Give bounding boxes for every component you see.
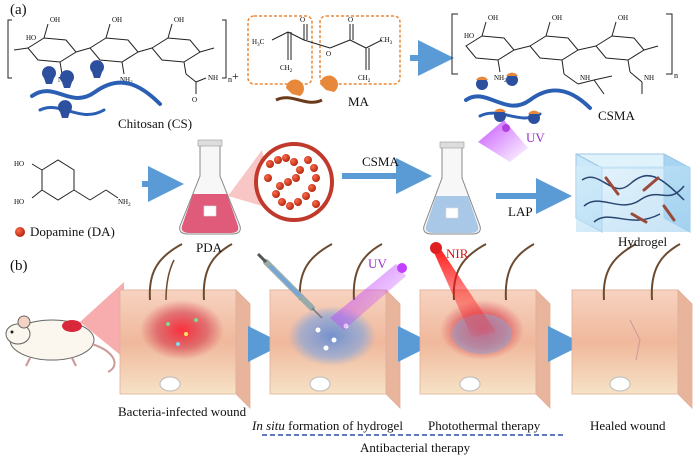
o-label: O (192, 96, 197, 104)
pda-nanoparticles (264, 154, 320, 210)
lap-label: LAP (508, 204, 533, 219)
csma-chain-cartoon (464, 72, 592, 124)
ho-label: HO (14, 160, 24, 168)
caption-infected-wound: Bacteria-infected wound (118, 404, 247, 419)
ma-cartoon (275, 75, 338, 104)
n-subscript: n (228, 75, 232, 84)
chitosan-chain-cartoon (30, 60, 162, 118)
skin-block-healed (571, 243, 693, 409)
nh-label: NH (644, 74, 654, 82)
oh-label: OH (112, 16, 122, 24)
nir-beam (432, 248, 496, 338)
ch2-label: CH2 (358, 74, 371, 84)
o-label: O (300, 16, 305, 24)
panel-b-label: (b) (10, 258, 28, 274)
wound-zoom-wedge (80, 282, 124, 358)
pda-nanoparticle-zoom (254, 142, 334, 222)
ho-label: HO (14, 198, 24, 206)
hydrogel-cube-icon (575, 153, 691, 233)
hydrogel-label: Hydrogel (618, 234, 668, 249)
mouse-icon (5, 315, 116, 373)
panel-a-label: (a) (10, 2, 27, 18)
nh2-label: NH2 (118, 198, 131, 208)
uv-label-b: UV (368, 256, 387, 271)
csma-label: CSMA (598, 108, 635, 123)
oh-label: OH (50, 16, 60, 24)
oh-label: OH (174, 16, 184, 24)
oh-label: OH (552, 14, 562, 22)
nh-label: NH (208, 74, 218, 82)
skin-block-infected (119, 243, 251, 409)
ch3-label: CH3 (380, 36, 393, 46)
csma-flask-icon (423, 141, 481, 235)
caption-in-situ-rest: formation of hydrogel (284, 418, 403, 433)
oh-label: OH (488, 14, 498, 22)
uv-label-a: UV (526, 130, 545, 145)
caption-healed-wound: Healed wound (590, 418, 666, 433)
caption-antibacterial-therapy: Antibacterial therapy (360, 440, 471, 455)
csma-arrow-label: CSMA (362, 154, 399, 169)
dopamine-structure (31, 159, 119, 201)
chitosan-label: Chitosan (CS) (118, 116, 193, 131)
o-label: O (326, 50, 331, 58)
oh-label: OH (618, 14, 628, 22)
uv-lamp-icon (397, 263, 407, 273)
dopamine-bullet-icon (15, 227, 25, 237)
uv-lamp-icon (502, 124, 510, 132)
methacrylic-anhydride-structure: H3C O O O CH3 CH2 CH2 (247, 15, 401, 85)
csma-structure (451, 13, 673, 95)
n-subscript: n (674, 71, 678, 80)
h3c-label: H3C (252, 38, 265, 48)
nh2-label: NH2 (494, 74, 507, 84)
dopamine-label: Dopamine (DA) (30, 224, 115, 239)
ch2-label: CH2 (280, 64, 293, 74)
caption-in-situ-italic: In situ (252, 418, 285, 433)
ho-label: HO (26, 34, 36, 42)
chitosan-structure (7, 19, 227, 94)
caption-photothermal: Photothermal therapy (428, 418, 541, 433)
nir-label: NIR (446, 246, 469, 261)
pda-label: PDA (196, 240, 223, 255)
o-label: O (348, 16, 353, 24)
caption-in-situ-formation: In situ formation of hydrogel (252, 418, 403, 434)
nir-laser-icon (430, 242, 442, 254)
syringe-icon (256, 252, 323, 319)
ho-label: HO (464, 32, 474, 40)
ma-label: MA (348, 94, 369, 109)
nh-label: NH (580, 74, 590, 82)
uv-beam-a (478, 120, 528, 162)
plus-sign: + (232, 69, 239, 83)
uv-beam-b (330, 264, 406, 330)
pda-flask-icon (179, 139, 241, 235)
